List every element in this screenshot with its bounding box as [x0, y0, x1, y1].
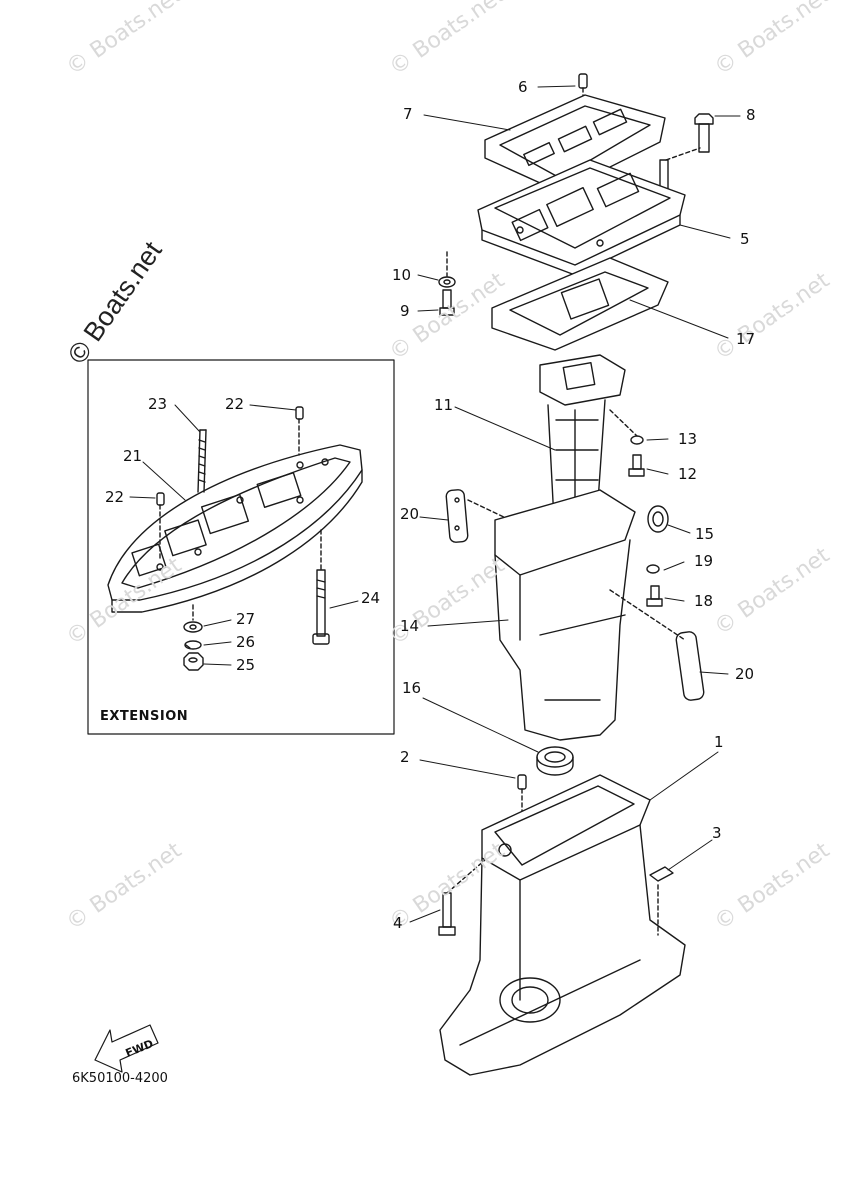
extension-box: [87, 359, 395, 735]
callout-27: 27: [236, 610, 256, 628]
callout-13: 13: [678, 430, 698, 448]
dowel-2: [517, 774, 527, 831]
callout-20: 20: [400, 505, 420, 523]
upper-casing-5: [477, 159, 686, 276]
upper-casing-14: [494, 489, 636, 741]
callout-5: 5: [740, 230, 750, 248]
callout-20: 20: [735, 665, 755, 683]
callout-23: 23: [148, 395, 168, 413]
gasket-17: [491, 257, 669, 351]
callout-16: 16: [402, 679, 422, 697]
callout-10: 10: [392, 266, 412, 284]
callout-6: 6: [518, 78, 528, 96]
bolt-9: [439, 289, 455, 316]
lockwasher-26: [184, 640, 202, 650]
gasket-7: [484, 94, 666, 193]
washer-27: [183, 621, 203, 633]
callout-26: 26: [236, 633, 256, 651]
callout-4: 4: [393, 914, 403, 932]
callout-25: 25: [236, 656, 256, 674]
lower-casing-1: [439, 774, 686, 1076]
callout-11: 11: [434, 396, 454, 414]
dowel-22-top: [295, 406, 304, 456]
seal-16: [536, 746, 574, 776]
callout-22: 22: [105, 488, 125, 506]
extension-plate: [107, 444, 363, 613]
extension-label: EXTENSION: [100, 709, 189, 724]
callout-15: 15: [695, 525, 715, 543]
washer-19: [646, 564, 660, 574]
clip-3: [649, 866, 674, 882]
callout-22: 22: [225, 395, 245, 413]
callout-21: 21: [123, 447, 143, 465]
nut-25: [183, 652, 204, 671]
callout-14: 14: [400, 617, 420, 635]
callout-18: 18: [694, 592, 714, 610]
callout-2: 2: [400, 748, 410, 766]
washer-10: [438, 276, 456, 288]
callout-24: 24: [361, 589, 381, 607]
callout-9: 9: [400, 302, 410, 320]
bolt-24: [312, 529, 330, 645]
bolt-12: [628, 454, 645, 477]
damper-20-left: [445, 489, 469, 543]
callout-7: 7: [403, 105, 413, 123]
stud-23: [197, 429, 207, 493]
callout-1: 1: [714, 733, 724, 751]
callout-8: 8: [746, 106, 756, 124]
diagram-code: 6K50100-4200: [72, 1071, 168, 1086]
callout-12: 12: [678, 465, 698, 483]
bolt-18: [646, 585, 663, 607]
fwd-arrow: [94, 1024, 159, 1073]
dowel-22-left: [156, 492, 165, 561]
callout-17: 17: [736, 330, 756, 348]
callout-3: 3: [712, 824, 722, 842]
washer-13: [630, 435, 644, 445]
grommet-15: [647, 505, 669, 533]
callout-19: 19: [694, 552, 714, 570]
damper-20-right: [675, 631, 705, 701]
